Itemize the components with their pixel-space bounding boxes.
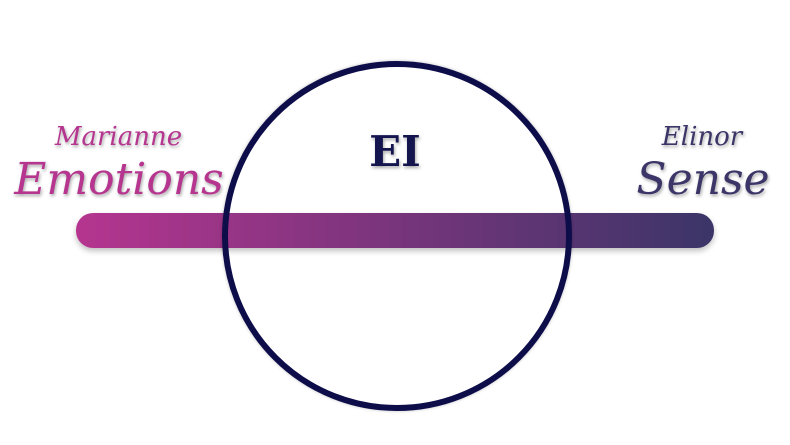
right-trait-label: Sense [636,154,770,205]
right-name-label: Elinor [661,122,743,152]
center-label: EI [369,127,421,176]
left-trait-label: Emotions [14,154,224,205]
left-name-label: Marianne [54,122,183,152]
center-circle [222,61,572,411]
